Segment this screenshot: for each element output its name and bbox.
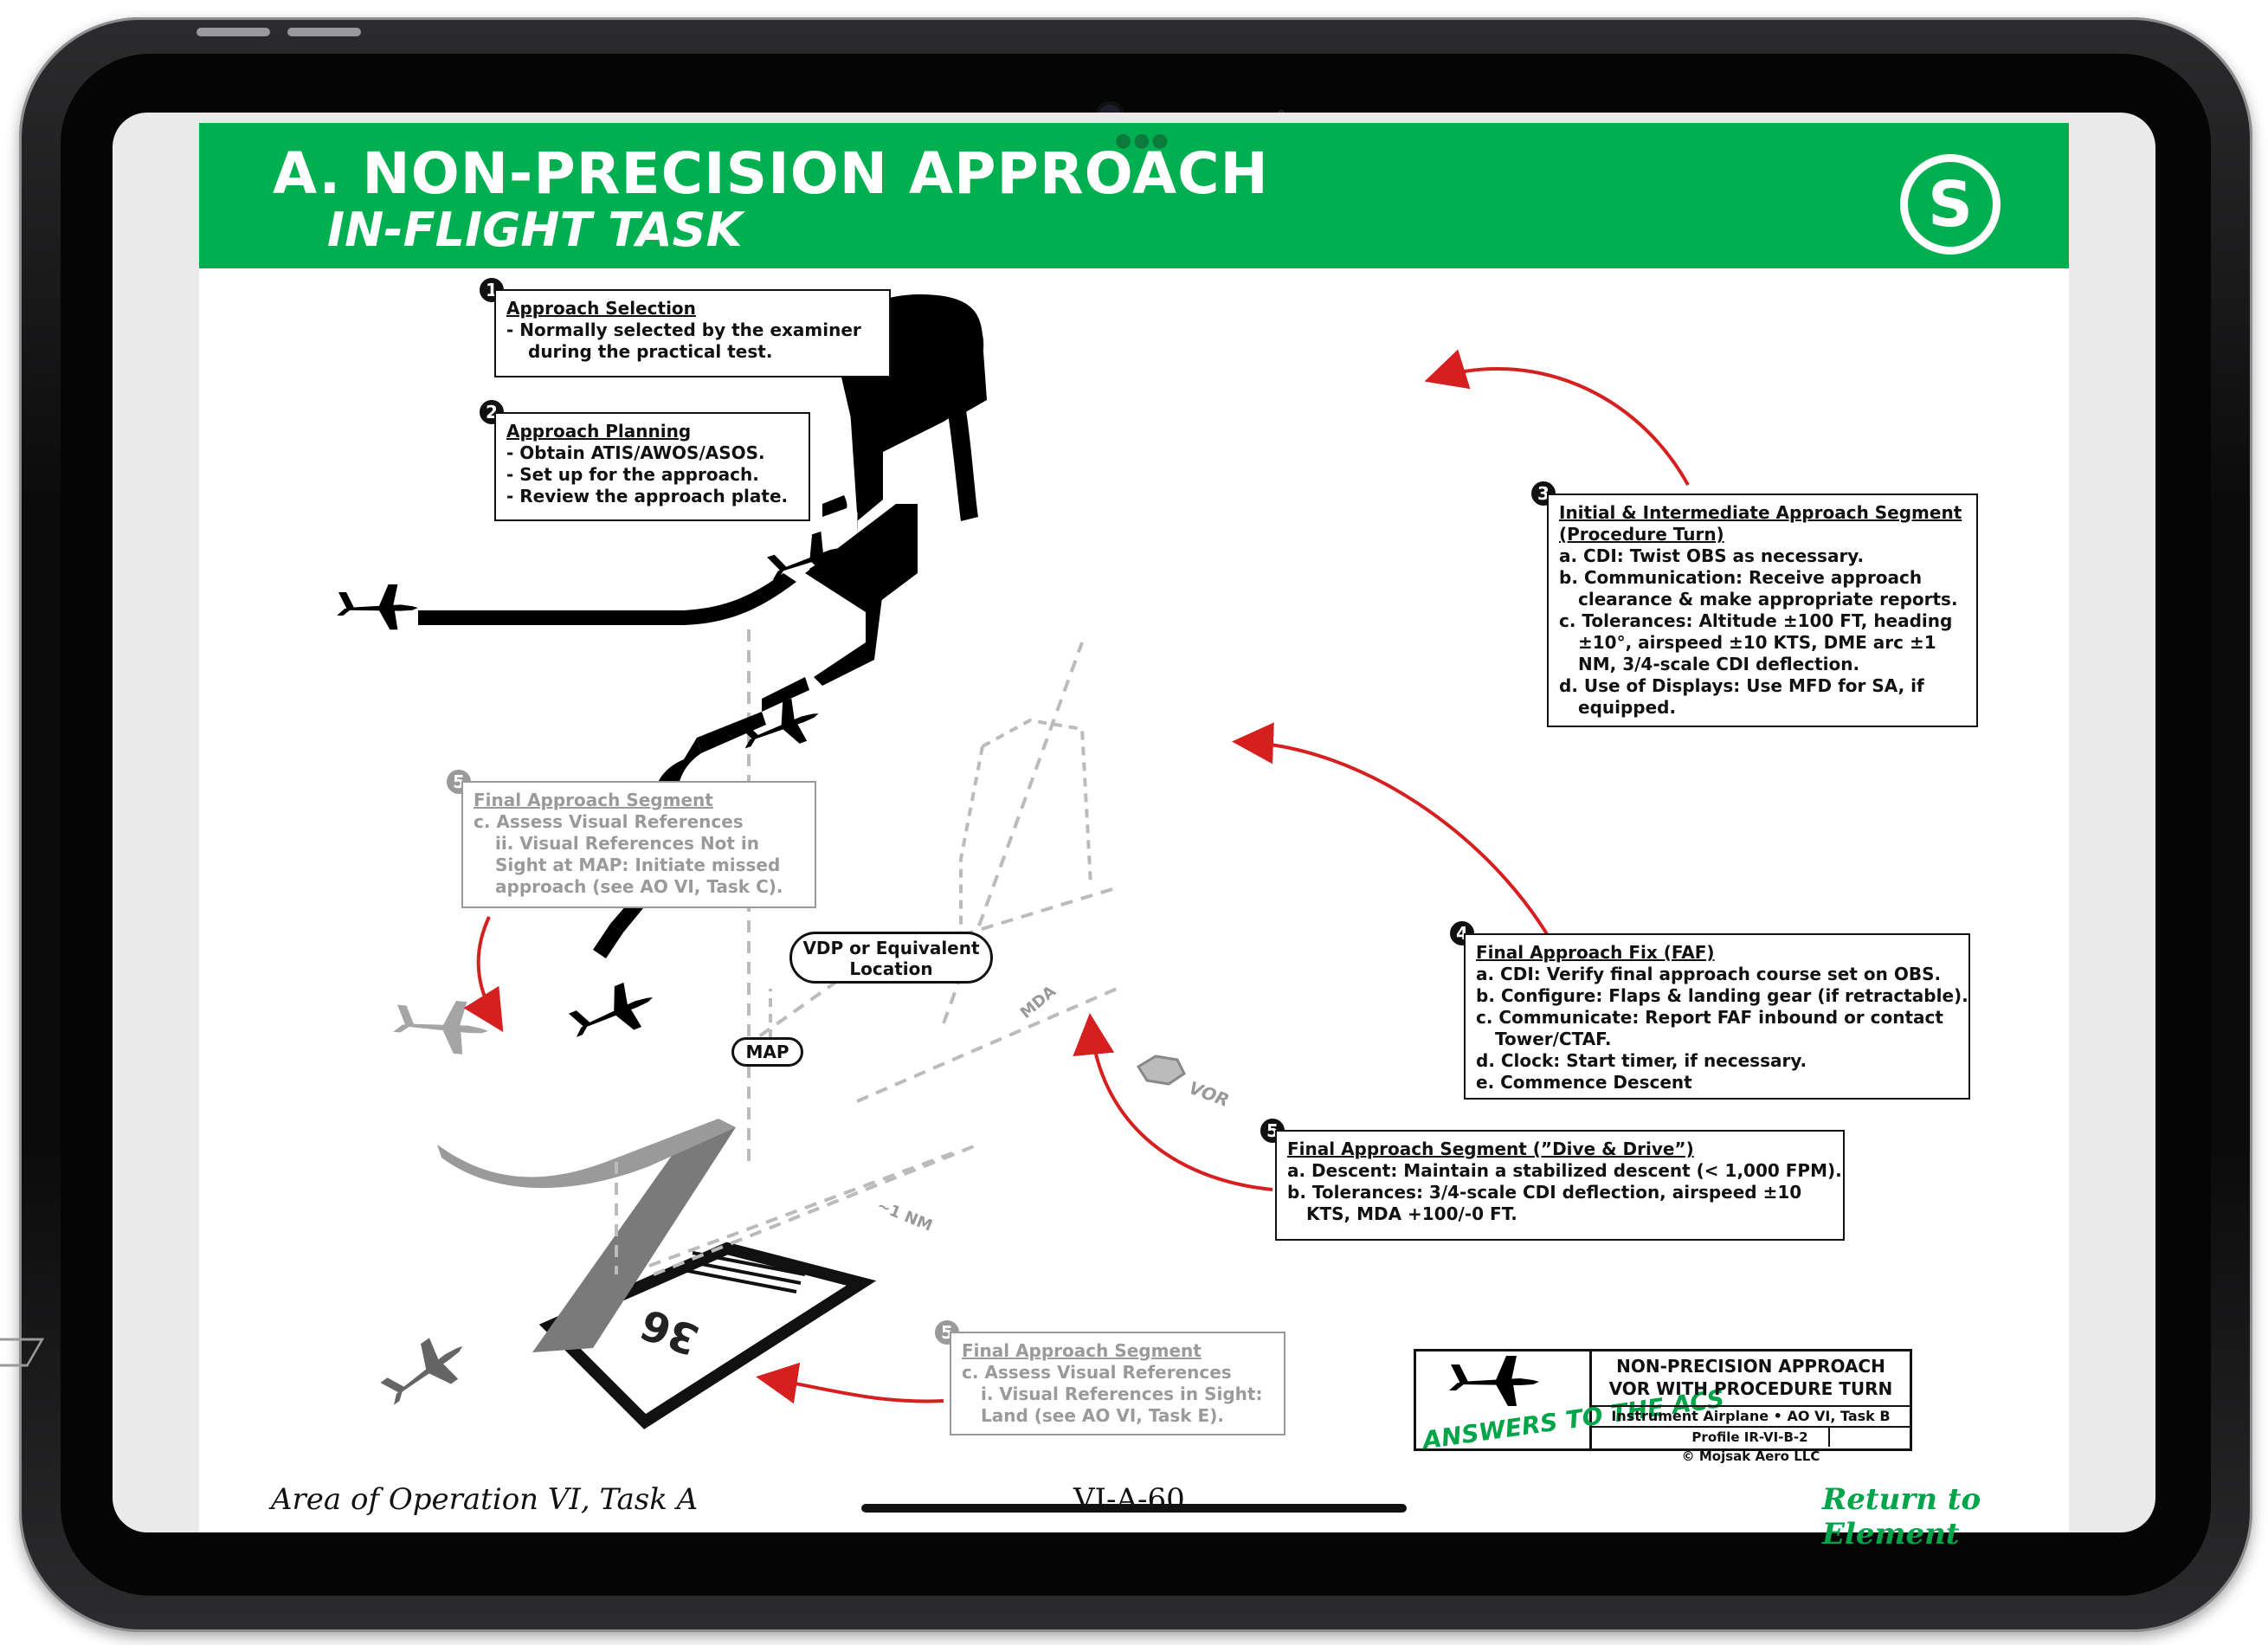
box-line: - Review the approach plate. bbox=[506, 486, 789, 506]
box-line: d. Clock: Start timer, if necessary. bbox=[1476, 1050, 1807, 1071]
box-line: e. Commence Descent bbox=[1476, 1072, 1692, 1093]
profile-info-box: ANSWERS TO THE ACS NON-PRECISION APPROAC… bbox=[1414, 1349, 1912, 1464]
profile-title-line: NON-PRECISION APPROACH bbox=[1616, 1356, 1885, 1377]
profile-subtitle: Instrument Airplane • AO VI, Task B bbox=[1592, 1405, 1910, 1428]
box-heading: Approach Selection bbox=[506, 298, 696, 319]
box-line: c. Communicate: Report FAF inbound or co… bbox=[1476, 1007, 1943, 1028]
home-indicator[interactable] bbox=[861, 1504, 1407, 1513]
profile-title: NON-PRECISION APPROACH VOR WITH PROCEDUR… bbox=[1592, 1355, 1910, 1400]
box-heading: Final Approach Segment (”Dive & Drive”) bbox=[1287, 1139, 1694, 1159]
distance-label: ~1 NM bbox=[874, 1197, 935, 1235]
box-line: d. Use of Displays: Use MFD for SA, if bbox=[1559, 675, 1924, 696]
box-line: - Obtain ATIS/AWOS/ASOS. bbox=[506, 442, 765, 463]
return-to-element-link[interactable]: Return to Element bbox=[1822, 1482, 1981, 1551]
airplane-icon bbox=[337, 584, 418, 630]
skill-badge-icon: S bbox=[1900, 154, 2001, 255]
box-line: b. Tolerances: 3/4-scale CDI deflection,… bbox=[1287, 1182, 1802, 1203]
box-line: i. Visual References in Sight: bbox=[981, 1384, 1263, 1404]
airplane-icon bbox=[391, 995, 491, 1057]
box-line: - Set up for the approach. bbox=[506, 464, 759, 485]
vdp-label: VDP or Equivalent Location bbox=[789, 932, 993, 984]
box-line: equipped. bbox=[1578, 697, 1677, 718]
volume-button bbox=[287, 28, 361, 36]
profile-id: Profile IR-VI-B-2 bbox=[1672, 1428, 1830, 1447]
info-box-visual-refs-not-in-sight: Final Approach Segment c. Assess Visual … bbox=[461, 781, 816, 908]
box-heading: Approach Planning bbox=[506, 421, 692, 442]
vor-label: VOR bbox=[1186, 1077, 1232, 1111]
box-line: during the practical test. bbox=[528, 341, 773, 362]
tablet-screen: ●●● A. NON-PRECISION APPROACH IN-FLIGHT … bbox=[0, 113, 2155, 1551]
box-line: ii. Visual References Not in bbox=[495, 833, 759, 854]
box-line: b. Communication: Receive approach bbox=[1559, 567, 1923, 588]
box-line: c. Tolerances: Altitude ±100 FT, heading bbox=[1559, 610, 1953, 631]
box-line: Tower/CTAF. bbox=[1495, 1029, 1612, 1049]
info-box-final-approach-fix: Final Approach Fix (FAF) a. CDI: Verify … bbox=[1464, 933, 1970, 1100]
profile-meta: Profile IR-VI-B-2 © Mojsak Aero LLC bbox=[1592, 1428, 1910, 1466]
box-line: approach (see AO VI, Task C). bbox=[495, 876, 783, 897]
airplane-icon bbox=[564, 974, 661, 1051]
box-heading: (Procedure Turn) bbox=[1559, 524, 1724, 545]
box-line: NM, 3/4-scale CDI deflection. bbox=[1578, 654, 1860, 674]
box-line: Sight at MAP: Initiate missed bbox=[495, 855, 781, 875]
box-heading: Final Approach Segment bbox=[474, 790, 713, 810]
page-header: ●●● A. NON-PRECISION APPROACH IN-FLIGHT … bbox=[199, 123, 2069, 268]
volume-button bbox=[197, 28, 270, 36]
info-box-approach-selection: Approach Selection - Normally selected b… bbox=[494, 289, 891, 377]
box-line: c. Assess Visual References bbox=[474, 811, 744, 832]
box-heading: Final Approach Segment bbox=[962, 1340, 1202, 1361]
info-box-visual-refs-in-sight: Final Approach Segment c. Assess Visual … bbox=[950, 1332, 1285, 1435]
box-line: ±10°, airspeed ±10 KTS, DME arc ±1 bbox=[1578, 632, 1936, 653]
box-heading: Final Approach Fix (FAF) bbox=[1476, 942, 1715, 963]
vor-icon: VOR bbox=[1136, 1055, 1232, 1111]
info-box-dive-and-drive: Final Approach Segment (”Dive & Drive”) … bbox=[1275, 1130, 1845, 1241]
brand-logo: ANSWERS TO THE ACS bbox=[1416, 1351, 1726, 1455]
airplane-icon bbox=[374, 1325, 477, 1418]
info-box-initial-approach: Initial & Intermediate Approach Segment … bbox=[1547, 494, 1978, 727]
box-line: - Normally selected by the examiner bbox=[506, 319, 861, 340]
box-line: c. Assess Visual References bbox=[962, 1362, 1232, 1383]
box-line: a. CDI: Twist OBS as necessary. bbox=[1559, 545, 1865, 566]
document-page: ●●● A. NON-PRECISION APPROACH IN-FLIGHT … bbox=[0, 123, 2069, 1551]
footer-area-label: Area of Operation VI, Task A bbox=[271, 1482, 699, 1517]
page-title: A. NON-PRECISION APPROACH bbox=[273, 140, 1269, 207]
box-line: a. Descent: Maintain a stabilized descen… bbox=[1287, 1160, 1842, 1181]
copyright: © Mojsak Aero LLC bbox=[1681, 1448, 1820, 1464]
box-line: b. Configure: Flaps & landing gear (if r… bbox=[1476, 985, 1968, 1006]
profile-title-line: VOR WITH PROCEDURE TURN bbox=[1608, 1378, 1893, 1399]
box-line: KTS, MDA +100/-0 FT. bbox=[1306, 1203, 1517, 1224]
runway: 36 bbox=[0, 1242, 877, 1429]
box-line: a. CDI: Verify final approach course set… bbox=[1476, 964, 1942, 984]
more-options-icon[interactable]: ●●● bbox=[1115, 130, 1170, 152]
map-label: MAP bbox=[731, 1037, 803, 1067]
info-box-approach-planning: Approach Planning - Obtain ATIS/AWOS/ASO… bbox=[494, 412, 810, 521]
box-line: Land (see AO VI, Task E). bbox=[981, 1405, 1224, 1426]
box-line: clearance & make appropriate reports. bbox=[1578, 589, 1958, 610]
box-heading: Initial & Intermediate Approach Segment bbox=[1559, 502, 1962, 523]
page-subtitle: IN-FLIGHT TASK bbox=[327, 203, 743, 257]
